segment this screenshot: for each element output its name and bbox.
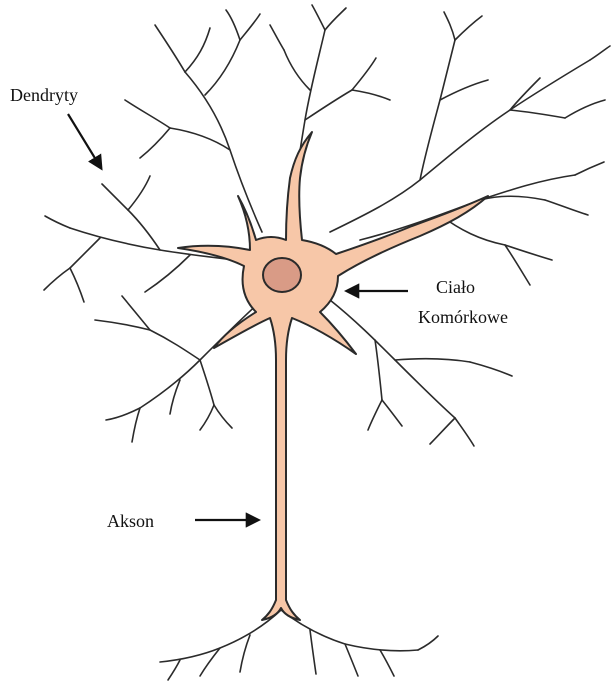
arrow-dendrites bbox=[68, 114, 101, 168]
label-axon: Akson bbox=[107, 511, 154, 531]
cell-body bbox=[178, 132, 488, 620]
label-cell-body-line2: Komórkowe bbox=[418, 307, 508, 327]
nucleus bbox=[263, 258, 301, 292]
label-dendrites: Dendryty bbox=[10, 85, 78, 105]
dendrites bbox=[44, 5, 610, 680]
label-cell-body-line1: Ciało bbox=[436, 277, 475, 297]
cell-body-group bbox=[178, 132, 488, 620]
